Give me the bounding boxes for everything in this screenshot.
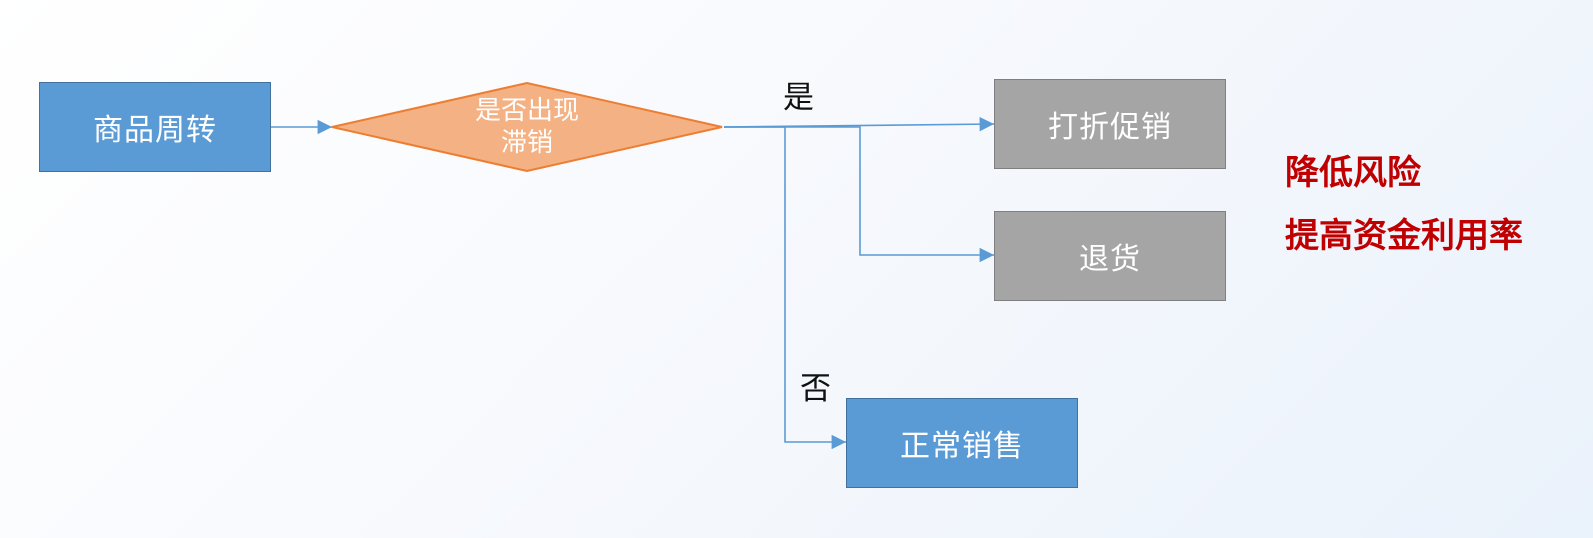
node-decision-label: 是否出现 滞销 [330, 81, 724, 173]
node-start-label: 商品周转 [93, 113, 217, 148]
node-decision: 是否出现 滞销 [330, 81, 724, 173]
note-reduce-risk: 降低风险 [1285, 153, 1421, 193]
connector-no-to-normal [724, 126, 846, 450]
edge-label-yes: 是 [783, 80, 814, 116]
node-start: 商品周转 [39, 82, 271, 172]
node-normal-sales-label: 正常销售 [900, 429, 1024, 464]
decision-diamond-shape [331, 81, 723, 173]
node-discount: 打折促销 [994, 79, 1226, 169]
node-decision-line1: 是否出现 [474, 96, 579, 126]
node-discount-label: 打折促销 [1048, 110, 1172, 145]
node-return: 退货 [994, 211, 1226, 301]
node-decision-line2: 滞销 [500, 128, 553, 158]
connector-yes-to-return [724, 126, 994, 263]
node-normal-sales: 正常销售 [846, 398, 1078, 488]
node-return-label: 退货 [1079, 242, 1141, 277]
note-capital-efficiency: 提高资金利用率 [1285, 216, 1523, 256]
edge-label-no: 否 [800, 371, 831, 407]
